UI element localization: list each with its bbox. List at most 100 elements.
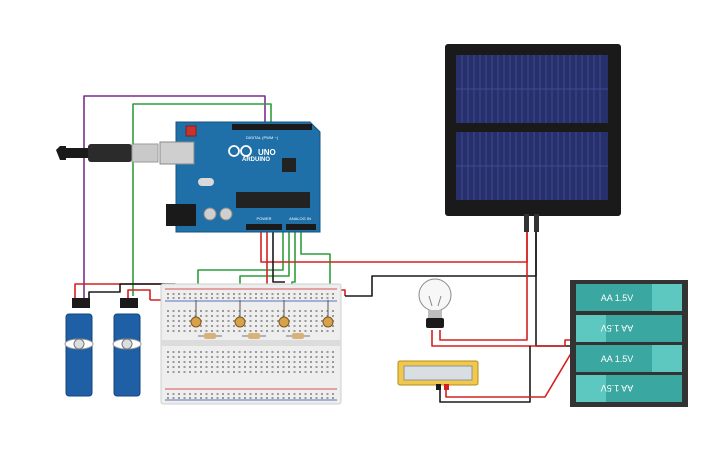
breadboard-hole	[266, 361, 268, 363]
breadboard-hole	[321, 397, 323, 399]
breadboard-hole	[315, 325, 318, 327]
breadboard-hole	[233, 325, 235, 327]
breadboard-hole	[299, 371, 301, 373]
breadboard-hole	[304, 310, 307, 312]
breadboard-hole	[183, 393, 186, 395]
breadboard-hole	[227, 366, 230, 368]
breadboard-hole	[282, 397, 285, 399]
resistor-icon[interactable]	[286, 333, 310, 339]
reset-button[interactable]	[185, 125, 197, 137]
light-bulb-icon[interactable]	[418, 278, 452, 328]
photoresistor-icon[interactable]	[234, 300, 246, 328]
breadboard-hole	[167, 330, 169, 332]
photoresistor-icon[interactable]	[278, 300, 290, 328]
breadboard-hole	[288, 361, 290, 363]
breadboard-hole	[205, 397, 208, 399]
breadboard-hole	[326, 366, 329, 368]
breadboard-hole	[326, 330, 329, 332]
multimeter-icon[interactable]	[397, 360, 479, 390]
breadboard-hole	[271, 330, 274, 332]
breadboard-hole	[288, 371, 290, 373]
breadboard-hole	[216, 293, 219, 295]
breadboard-hole	[332, 397, 334, 399]
breadboard-hole	[183, 366, 186, 368]
breadboard-hole	[172, 366, 175, 368]
resistor-icon[interactable]	[242, 333, 266, 339]
breadboard-hole	[310, 293, 312, 295]
breadboard-hole	[183, 351, 186, 353]
breadboard-hole	[304, 320, 307, 322]
breadboard-hole	[277, 397, 279, 399]
breadboard-hole	[310, 356, 312, 358]
breadboard-hole	[233, 310, 235, 312]
breadboard-hole	[255, 315, 257, 317]
breadboard-hole	[299, 320, 301, 322]
breadboard-hole	[304, 330, 307, 332]
resistor-icon[interactable]	[198, 333, 222, 339]
breadboard-hole	[288, 293, 290, 295]
breadboard-hole	[282, 393, 285, 395]
breadboard-hole	[211, 356, 213, 358]
breadboard-hole	[249, 393, 252, 395]
breadboard-hole	[205, 325, 208, 327]
breadboard-hole	[315, 397, 318, 399]
breadboard-hole	[211, 397, 213, 399]
resistors	[198, 333, 310, 339]
breadboard-hole	[205, 351, 208, 353]
breadboard-hole	[200, 330, 202, 332]
breadboard-hole	[255, 397, 257, 399]
photoresistor-icon[interactable]	[190, 300, 202, 328]
breadboard-hole	[282, 297, 285, 299]
breadboard-hole	[282, 371, 285, 373]
breadboard-hole	[183, 371, 186, 373]
breadboard-hole	[233, 320, 235, 322]
breadboard-hole	[167, 356, 169, 358]
breadboard-hole	[255, 330, 257, 332]
breadboard-hole	[216, 325, 219, 327]
breadboard-hole	[227, 371, 230, 373]
breadboard-hole	[244, 330, 246, 332]
breadboard-hole	[304, 351, 307, 353]
atmega-chip	[236, 192, 310, 208]
breadboard-hole	[167, 361, 169, 363]
breadboard-hole	[315, 361, 318, 363]
breadboard-hole	[277, 293, 279, 295]
breadboard-hole	[315, 371, 318, 373]
breadboard-hole	[293, 330, 296, 332]
breadboard-hole	[260, 356, 263, 358]
breadboard-hole	[293, 366, 296, 368]
breadboard-hole	[271, 366, 274, 368]
breadboard-hole	[200, 297, 202, 299]
breadboard-hole	[321, 366, 323, 368]
servo-icon[interactable]	[112, 298, 142, 397]
breadboard-hole	[172, 356, 175, 358]
breadboard-hole	[189, 393, 191, 395]
breadboard-hole	[315, 366, 318, 368]
capacitor	[219, 207, 233, 221]
breadboard-hole	[227, 320, 230, 322]
breadboard-hole	[227, 361, 230, 363]
breadboard-hole	[216, 310, 219, 312]
battery-band	[652, 345, 682, 372]
breadboard-hole	[238, 366, 241, 368]
breadboard-hole	[321, 393, 323, 395]
breadboard-hole	[271, 325, 274, 327]
solar-panel-icon[interactable]	[445, 44, 621, 232]
breadboard-hole	[167, 393, 169, 395]
breadboard-hole	[216, 356, 219, 358]
breadboard-hole	[260, 366, 263, 368]
photoresistor-icon[interactable]	[322, 300, 334, 328]
breadboard-hole	[277, 351, 279, 353]
breadboard-hole	[194, 366, 197, 368]
breadboard-hole	[249, 366, 252, 368]
breadboard-hole	[183, 361, 186, 363]
breadboard[interactable]	[160, 283, 342, 405]
breadboard-hole	[249, 315, 252, 317]
servo-icon[interactable]	[64, 298, 94, 397]
battery-band	[652, 284, 682, 311]
arduino-uno-board[interactable]: DIGITAL (PWM ~) ARDUINO UNO POWER ANALOG…	[159, 121, 321, 233]
breadboard-hole	[205, 393, 208, 395]
breadboard-hole	[167, 366, 169, 368]
breadboard-hole	[244, 325, 246, 327]
